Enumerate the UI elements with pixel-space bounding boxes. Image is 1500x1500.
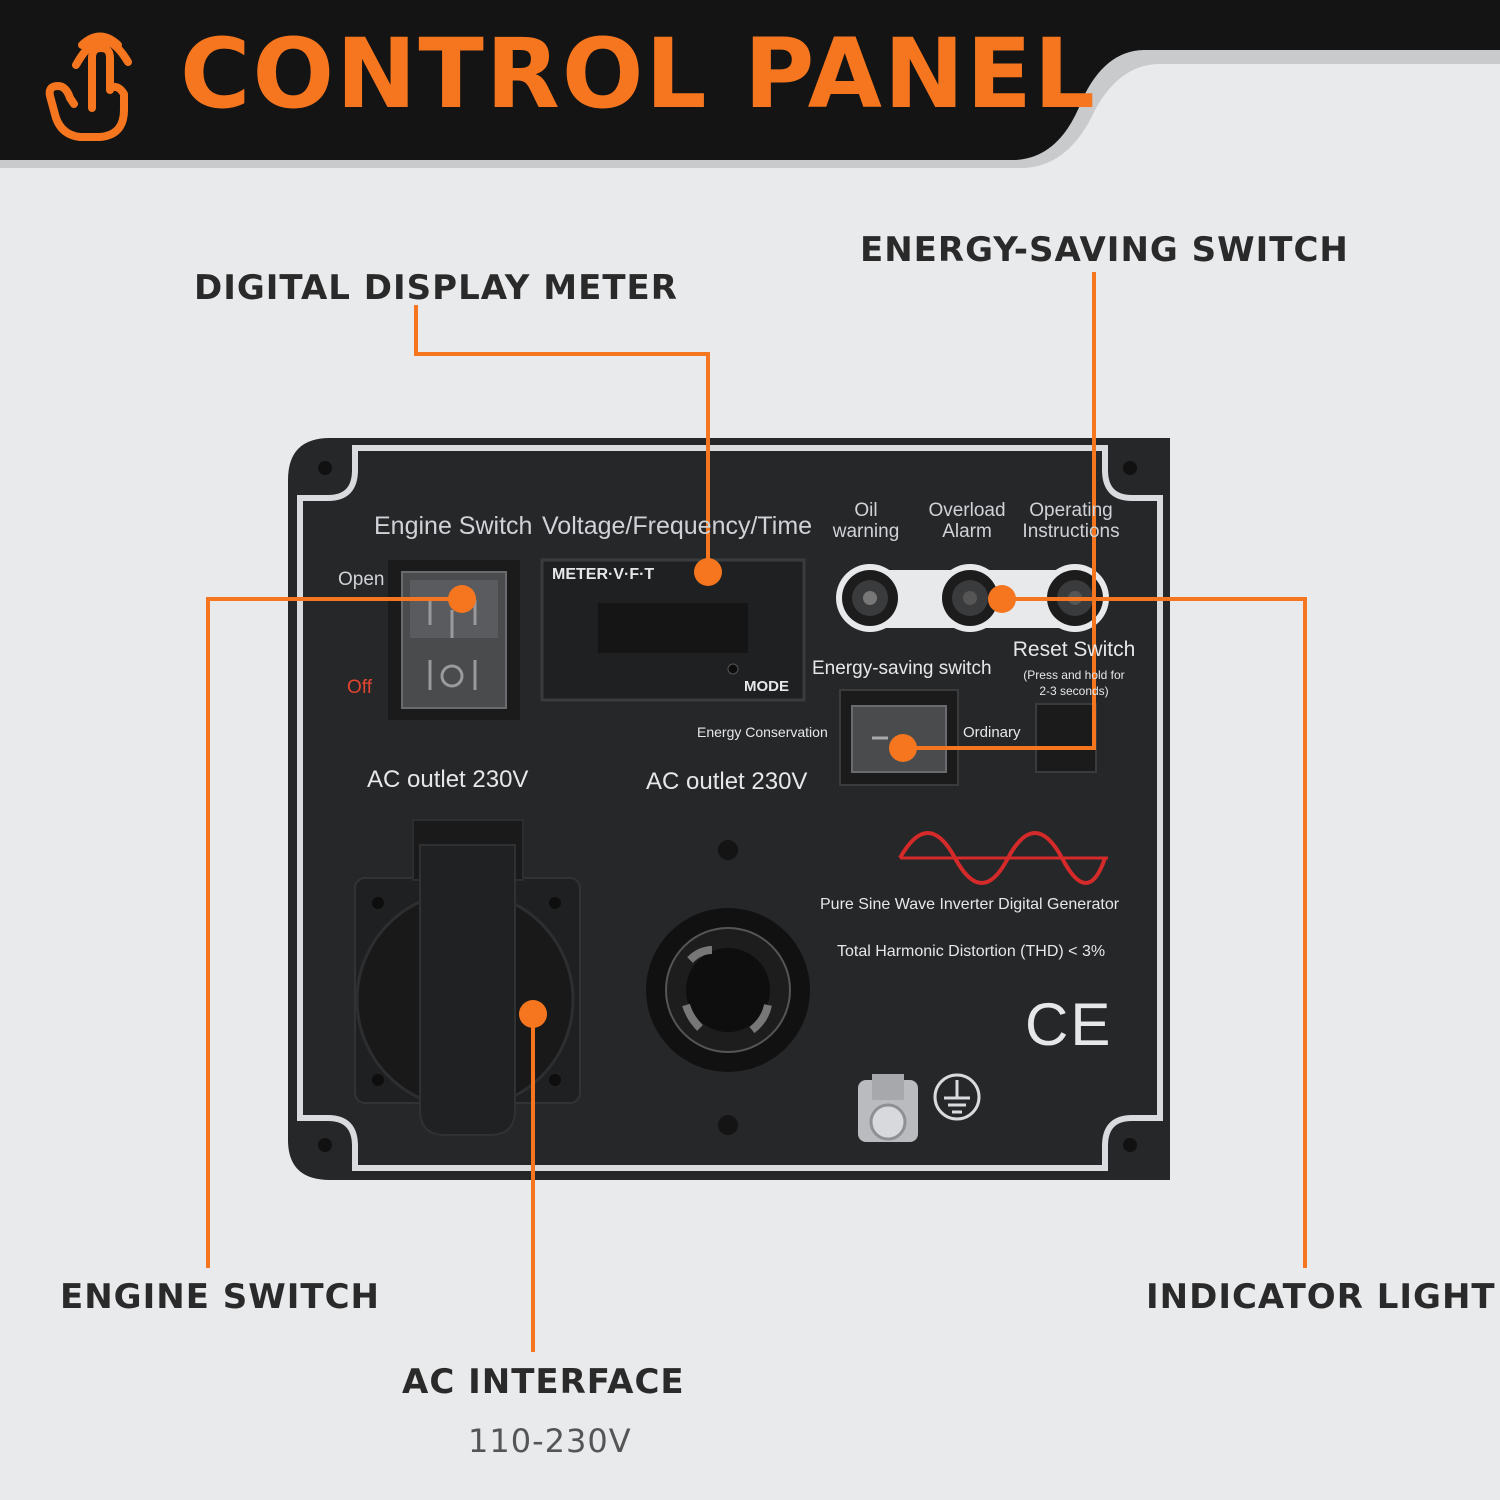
leader-line-energy-switch [903, 272, 1096, 750]
ground-terminal [858, 1074, 918, 1142]
reset-switch[interactable] [1035, 703, 1097, 773]
marker-ac-interface [519, 1000, 547, 1028]
oil-warning-light [842, 570, 898, 626]
panel-label-sine-line1: Pure Sine Wave Inverter Digital Generato… [820, 896, 1120, 913]
panel-label-meter: Voltage/Frequency/Time [542, 512, 813, 540]
marker-indicator [988, 585, 1016, 613]
reset-note-line2: 2-3 seconds) [1039, 684, 1109, 698]
panel-label-ac-outlet-left: AC outlet 230V [367, 766, 529, 793]
panel-label-ac-outlet-right: AC outlet 230V [646, 768, 808, 795]
oil-warning-line2: warning [832, 521, 900, 542]
panel-label-sine-line2: Total Harmonic Distortion (THD) < 3% [837, 943, 1106, 960]
ground-symbol-icon [933, 1073, 981, 1121]
marker-engine-switch [448, 585, 476, 613]
leader-line-meter [414, 305, 710, 572]
overload-alarm-line1: Overload [928, 500, 1006, 521]
callout-engine-switch: ENGINE SWITCH [60, 1277, 380, 1317]
operating-instructions-line1: Operating [1029, 500, 1113, 521]
panel-label-overload-alarm: Overload Alarm [922, 500, 1012, 542]
ac-outlet-left[interactable] [354, 819, 581, 1136]
meter-brand-label: METER·V·F·T [552, 566, 655, 583]
panel-label-engine-switch: Engine Switch [374, 512, 533, 540]
leader-line-engine-switch [206, 597, 462, 1268]
callout-ac-interface-voltage: 110-230V [468, 1422, 632, 1460]
panel-label-energy-saving-switch: Energy-saving switch [812, 658, 992, 679]
marker-energy-switch [889, 734, 917, 762]
overload-alarm-line2: Alarm [942, 521, 992, 542]
ce-mark: CE [1025, 991, 1113, 1058]
hand-tap-icon [45, 32, 132, 141]
panel-label-energy-conservation: Energy Conservation [697, 724, 828, 740]
panel-label-open: Open [338, 569, 385, 590]
overload-alarm-light [942, 570, 998, 626]
reset-note-line1: (Press and hold for [1023, 668, 1125, 682]
header-banner [0, 0, 1500, 160]
panel-label-ordinary: Ordinary [963, 724, 1021, 741]
meter-mode-label: MODE [744, 678, 789, 695]
callout-digital-display-meter: DIGITAL DISPLAY METER [194, 268, 678, 308]
callout-indicator-light: INDICATOR LIGHT [1146, 1277, 1496, 1317]
panel-label-reset-switch: Reset Switch [1012, 638, 1136, 661]
operating-instructions-line2: Instructions [1022, 521, 1120, 542]
leader-line-indicator [1002, 597, 1307, 1268]
oil-warning-line1: Oil [854, 500, 878, 521]
ac-outlet-right[interactable] [646, 840, 810, 1135]
panel-label-operating-instructions: Operating Instructions [1016, 500, 1126, 542]
callout-ac-interface: AC INTERFACE [402, 1362, 685, 1402]
panel-label-oil-warning: Oil warning [826, 500, 906, 542]
digital-display-meter [540, 558, 806, 702]
marker-meter [694, 558, 722, 586]
engine-rocker-switch[interactable] [388, 560, 520, 720]
page-title: CONTROL PANEL [180, 18, 1097, 130]
panel-label-reset-note: (Press and hold for 2-3 seconds) [1004, 667, 1144, 699]
callout-energy-saving-switch: ENERGY-SAVING SWITCH [860, 230, 1349, 270]
panel-label-off: Off [347, 677, 372, 698]
